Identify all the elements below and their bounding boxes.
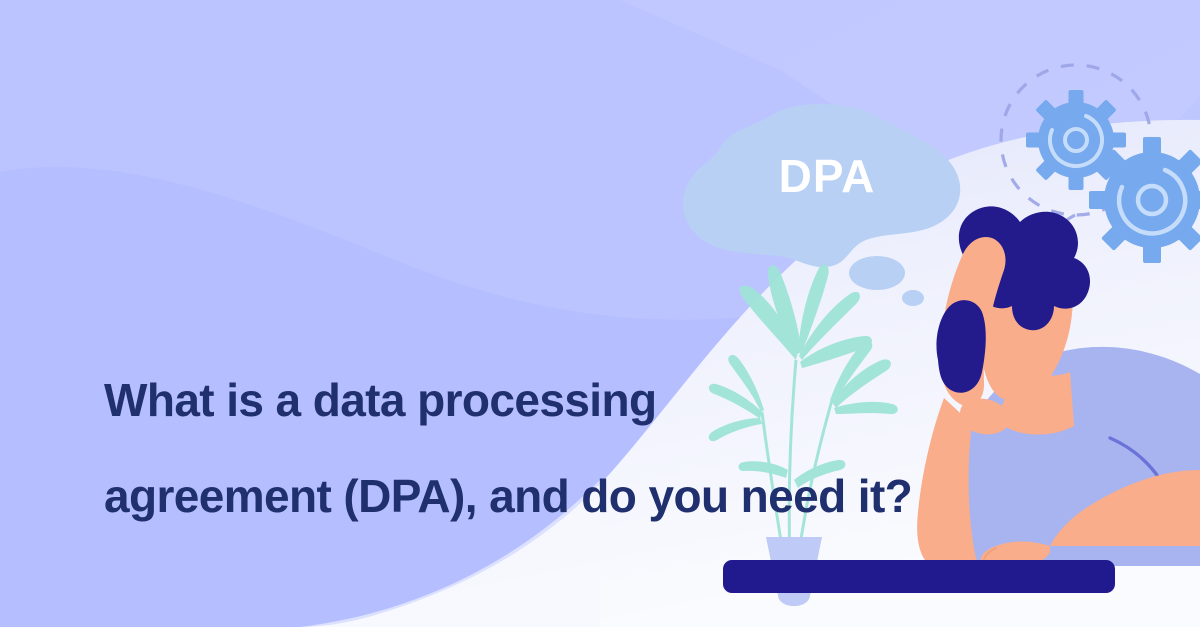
desk-keyboard-bar [723,560,1115,593]
gear-large-icon [1089,137,1200,263]
person-lower-arm [917,398,978,566]
person-right-arm [1050,470,1200,546]
person-neck [996,372,1074,435]
thought-dot-large [849,256,905,290]
thought-dot-small [902,290,924,306]
thought-bubble-group [683,103,961,306]
person-sleeve [936,300,986,393]
person-hand-chin [960,398,1009,435]
plant-leaves [708,264,898,488]
gear-small-icon [1026,90,1126,190]
panel-soft-edge [300,480,600,627]
person-thinking [917,206,1200,571]
thought-bubble-blob [683,103,961,268]
gears-group [999,63,1200,445]
